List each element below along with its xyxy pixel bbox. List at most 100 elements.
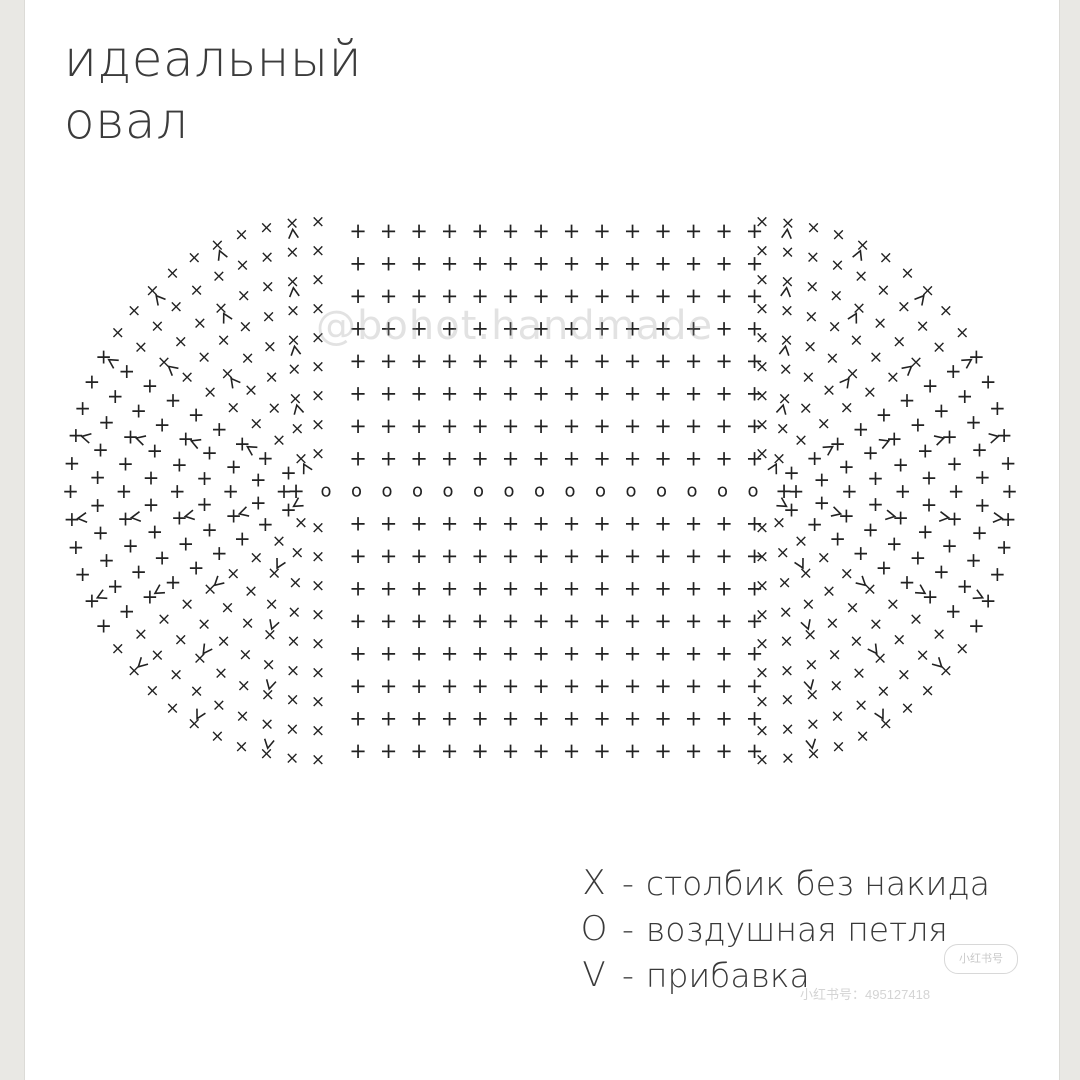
stitch-x: × — [806, 715, 820, 735]
increase-v — [167, 365, 179, 376]
stitch-x: × — [214, 664, 228, 684]
stitch-x: × — [238, 317, 252, 337]
stitch-sc: + — [563, 707, 581, 731]
stitch-sc: + — [146, 439, 163, 463]
stitch-x: × — [311, 444, 325, 464]
increase-v — [794, 557, 804, 570]
stitch-sc: + — [471, 609, 489, 633]
increase-v — [878, 438, 891, 450]
stitch-sc: + — [471, 252, 489, 276]
page-card — [24, 0, 1060, 1080]
stitch-x: × — [863, 383, 877, 403]
stitch-sc: + — [813, 468, 830, 492]
stitch-sc: + — [746, 219, 764, 243]
stitch-sc: + — [471, 317, 489, 341]
stitch-x: × — [755, 444, 769, 464]
stitch-x: × — [288, 573, 302, 593]
stitch-x: × — [755, 576, 769, 596]
stitch-x: × — [311, 692, 325, 712]
stitch-sc: + — [410, 609, 428, 633]
stitch-sc: + — [287, 479, 305, 503]
stitch-sc: + — [74, 396, 91, 420]
stitch-sc: + — [441, 544, 459, 568]
stitch-sc: + — [862, 441, 879, 465]
stitch-sc: + — [654, 642, 672, 666]
stitch-x: × — [261, 277, 275, 297]
stitch-chain: o — [442, 481, 453, 502]
stitch-sc: + — [593, 577, 611, 601]
stitch-x: × — [286, 690, 300, 710]
stitch-x: × — [294, 513, 308, 533]
stitch-sc: + — [909, 413, 926, 437]
stitch-x: × — [190, 280, 204, 300]
stitch-x: × — [755, 299, 769, 319]
stitch-sc: + — [68, 535, 85, 559]
title-line-1: идеальный — [64, 30, 363, 88]
stitch-sc: + — [980, 588, 997, 612]
stitch-x: × — [234, 225, 248, 245]
stitch-sc: + — [280, 461, 297, 485]
stitch-sc: + — [177, 427, 194, 451]
stitch-sc: + — [685, 674, 703, 698]
stitch-chain: o — [320, 481, 331, 502]
legend-symbol-o: O — [580, 909, 608, 949]
stitch-sc: + — [593, 252, 611, 276]
stitch-sc: + — [349, 674, 367, 698]
stitch-sc: + — [941, 534, 958, 558]
stitch-sc: + — [746, 544, 764, 568]
stitch-sc: + — [685, 707, 703, 731]
stitch-sc: + — [410, 674, 428, 698]
increase-v — [914, 294, 925, 306]
stitch-sc: + — [974, 493, 991, 517]
legend-row-ch: O - воздушная петля — [576, 906, 990, 952]
stitch-sc: + — [84, 588, 101, 612]
stitch-x: × — [272, 430, 286, 450]
stitch-sc: + — [685, 609, 703, 633]
stitch-chain: o — [351, 481, 362, 502]
stitch-sc: + — [917, 439, 934, 463]
stitch-sc: + — [532, 544, 550, 568]
stitch-sc: + — [502, 512, 520, 536]
stitch-sc: + — [410, 219, 428, 243]
stitch-sc: + — [143, 493, 160, 517]
stitch-x: × — [776, 543, 790, 563]
stitch-sc: + — [471, 642, 489, 666]
stitch-sc: + — [130, 560, 147, 584]
increase-v — [153, 584, 165, 595]
increase-v — [134, 435, 147, 446]
stitch-sc: + — [95, 614, 112, 638]
increase-v — [775, 403, 787, 415]
stitch-sc: + — [867, 492, 884, 516]
stitch-x: × — [822, 581, 836, 601]
stitch-x: × — [876, 280, 890, 300]
stitch-x: × — [915, 316, 929, 336]
stitch-sc: + — [349, 447, 367, 471]
stitch-x: × — [939, 661, 953, 681]
stitch-sc: + — [380, 512, 398, 536]
stitch-sc: + — [989, 562, 1006, 586]
stitch-x: × — [311, 605, 325, 625]
stitch-sc: + — [165, 388, 182, 412]
stitch-x: × — [803, 625, 817, 645]
stitch-sc: + — [593, 447, 611, 471]
stitch-x: × — [286, 272, 300, 292]
stitch-sc: + — [154, 545, 171, 569]
stitch-x: × — [804, 655, 818, 675]
stitch-sc: + — [921, 465, 938, 489]
stitch-x: × — [197, 348, 211, 368]
stitch-chain: o — [381, 481, 392, 502]
stitch-chain: o — [595, 481, 606, 502]
stitch-sc: + — [806, 512, 823, 536]
stitch-sc: + — [685, 317, 703, 341]
stitch-sc: + — [380, 447, 398, 471]
increase-v — [183, 509, 196, 521]
stitch-x: × — [260, 715, 274, 735]
stitch-sc: + — [502, 674, 520, 698]
stitch-sc: + — [654, 674, 672, 698]
stitch-x: × — [755, 415, 769, 435]
stitch-x: × — [134, 624, 148, 644]
stitch-sc: + — [532, 284, 550, 308]
stitch-sc: + — [502, 707, 520, 731]
stitch-sc: + — [746, 252, 764, 276]
